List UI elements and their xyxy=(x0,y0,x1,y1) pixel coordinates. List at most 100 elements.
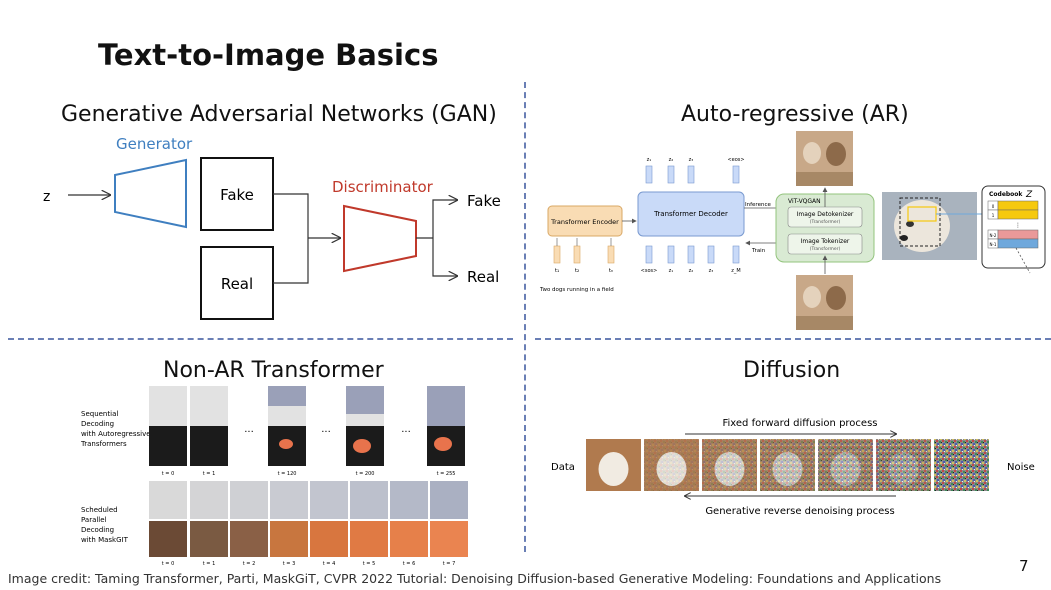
decoder-label: Transformer Decoder xyxy=(653,210,728,218)
horizontal-divider-left xyxy=(8,338,513,340)
dec-output xyxy=(732,165,740,184)
dec-output-label: z₁ xyxy=(647,157,652,163)
dec-input xyxy=(707,245,715,264)
detokenizer-label: Image Detokenizer xyxy=(797,211,854,218)
row1-step: t = 255 xyxy=(437,471,456,477)
codebook-dots: ⋮ xyxy=(1015,222,1021,229)
out-fake-label: Fake xyxy=(467,192,501,210)
diffusion-frame xyxy=(818,439,873,491)
row1-image-panel xyxy=(149,426,187,466)
row1-token-panel xyxy=(190,386,228,426)
dec-input-label: z₂ xyxy=(689,268,694,274)
decoder-outputs: z₁ z₂ z₃ <eos> xyxy=(645,157,745,184)
diffusion-frame xyxy=(760,439,815,491)
codebook-index: N-2 xyxy=(990,233,997,238)
dec-output xyxy=(645,165,653,184)
row1-token-filled xyxy=(346,386,384,414)
inference-label: Inference xyxy=(745,202,771,208)
data-label: Data xyxy=(551,462,575,473)
row2-step: t = 5 xyxy=(363,561,376,567)
nonar-title: Non-AR Transformer xyxy=(163,358,384,383)
codebook-row-fill xyxy=(997,238,1039,249)
row2-image-panel xyxy=(230,521,268,557)
row2-step: t = 1 xyxy=(203,561,216,567)
row2-step: t = 0 xyxy=(162,561,175,567)
row2-token-panel xyxy=(390,481,428,519)
diffusion-title: Diffusion xyxy=(743,358,841,383)
ar-diagram: Transformer Encoder t₁ t₂ tₙ Two dogs ru… xyxy=(539,131,1046,330)
fake-box-label: Fake xyxy=(220,186,254,204)
dec-input-label: z_M xyxy=(731,268,740,274)
transformer-decoder xyxy=(637,191,745,237)
flamingo-head xyxy=(279,439,293,449)
codebook-index: 0 xyxy=(992,204,995,209)
row2-label-line: Parallel xyxy=(81,516,107,524)
row1-token-filled xyxy=(268,386,306,406)
gan-diagram: Generator z Fake Real Discriminator Fake… xyxy=(43,135,501,320)
enc-token-label: t₁ xyxy=(555,268,559,274)
slide-title: Text-to-Image Basics xyxy=(98,38,439,72)
ellipsis: ... xyxy=(244,424,254,435)
row1-step: t = 0 xyxy=(162,471,175,477)
diffusion-frames xyxy=(586,439,989,491)
row1-label: Sequential Decoding with Autoregressive … xyxy=(80,410,151,448)
row2-step: t = 4 xyxy=(323,561,336,567)
row2-image-panel xyxy=(390,521,428,557)
row1-label-line: Sequential xyxy=(81,410,118,418)
out-real-label: Real xyxy=(467,268,499,286)
row2-token-panel xyxy=(430,481,468,519)
nonar-diagram: Sequential Decoding with Autoregressive … xyxy=(80,386,468,557)
forward-label: Fixed forward diffusion process xyxy=(722,418,877,429)
row1-label-line: Transformers xyxy=(80,440,127,448)
dec-input xyxy=(687,245,695,264)
row1-image-panel xyxy=(190,426,228,466)
image-credit-caption: Image credit: Taming Transformer, Parti,… xyxy=(8,571,942,586)
row1-step-labels: t = 0 t = 1 t = 120 t = 200 t = 255 xyxy=(162,471,456,477)
vertical-divider xyxy=(524,82,526,552)
dec-output xyxy=(687,165,695,184)
codebook-box xyxy=(981,185,1046,269)
row1-frames: ... ... ... xyxy=(149,386,465,466)
row2-step-strip: t = 0 t = 1 t = 2 t = 3 t = 4 t = 5 t = … xyxy=(162,561,456,567)
row2-token-panel xyxy=(230,481,268,519)
encoder-tokens: t₁ t₂ tₙ xyxy=(553,238,615,274)
decoder-inputs: <sos> z₁ z₂ z₃ z_M xyxy=(641,245,741,274)
codebook-row-fill xyxy=(997,229,1039,240)
train-label: Train xyxy=(751,248,766,254)
diffusion-frame xyxy=(876,439,931,491)
dec-output-label: <eos> xyxy=(727,157,744,163)
tokenizer-label: Image Tokenizer xyxy=(801,238,850,245)
row2-token-panel xyxy=(350,481,388,519)
dec-input xyxy=(732,245,740,264)
row2-step: t = 7 xyxy=(443,561,456,567)
row2-step: t = 6 xyxy=(403,561,416,567)
dec-input-label: z₃ xyxy=(709,268,714,274)
discriminator-label: Discriminator xyxy=(332,178,434,196)
horizontal-divider-right xyxy=(535,338,1051,340)
real-box-label: Real xyxy=(221,275,253,293)
row1-step: t = 120 xyxy=(278,471,297,477)
codebook-pointer xyxy=(1015,247,1031,274)
row1-step: t = 200 xyxy=(356,471,375,477)
row2-label-line: with MaskGIT xyxy=(81,536,129,544)
ar-title: Auto-regressive (AR) xyxy=(681,102,909,127)
reverse-label: Generative reverse denoising process xyxy=(705,506,894,517)
real-connector xyxy=(273,238,309,284)
codebook-row-fill xyxy=(997,200,1039,211)
tokenizer-box xyxy=(787,233,863,255)
codebook-rows: 0 1 N-2 N-1 ⋮ xyxy=(987,200,1039,249)
codebook-label: Codebook xyxy=(989,191,1023,198)
row1-label-line: with Autoregressive xyxy=(81,430,151,438)
dec-output xyxy=(667,165,675,184)
row2-image-panel xyxy=(190,521,228,557)
enc-token-label: tₙ xyxy=(609,268,613,274)
enc-token xyxy=(553,245,561,264)
z-label: z xyxy=(43,189,50,205)
dec-output-label: z₂ xyxy=(669,157,674,163)
diffusion-frame xyxy=(586,439,641,491)
codebook-row-fill xyxy=(997,209,1039,220)
diffusion-frame xyxy=(702,439,757,491)
codebook-index: 1 xyxy=(992,213,995,218)
enc-token xyxy=(573,245,581,264)
noise-label: Noise xyxy=(1007,462,1035,473)
